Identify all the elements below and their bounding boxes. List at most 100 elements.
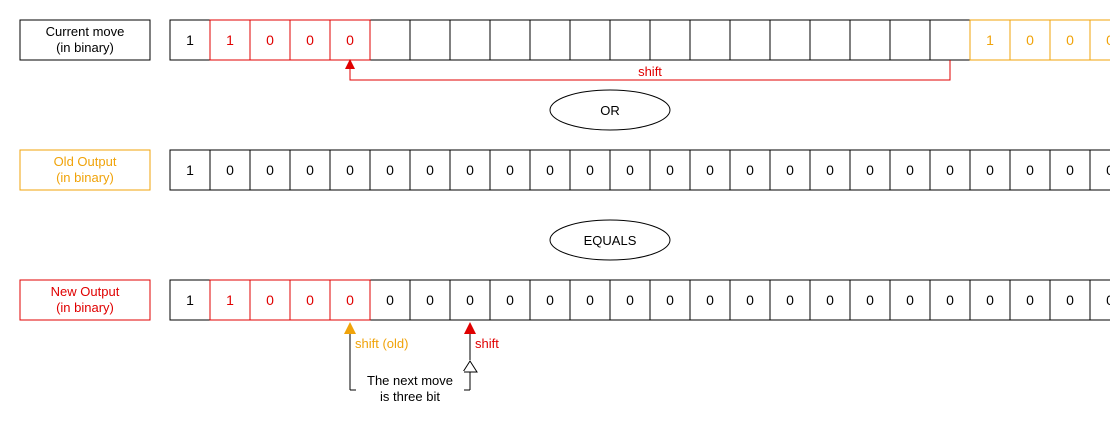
new-bit-value-10: 0 bbox=[586, 292, 594, 308]
new-bit-cell-9: 0 bbox=[529, 279, 571, 321]
new-bit-value-8: 0 bbox=[506, 292, 514, 308]
old-bit-cell-16: 0 bbox=[809, 149, 851, 191]
current-bit-cell-14 bbox=[729, 19, 771, 61]
old-bit-box-4 bbox=[329, 149, 371, 191]
old-bit-cell-0: 1 bbox=[169, 149, 211, 191]
new-bit-value-18: 0 bbox=[906, 292, 914, 308]
new-bit-value-3: 0 bbox=[306, 292, 314, 308]
current-bit-cell-17 bbox=[849, 19, 891, 61]
new-bit-box-4 bbox=[329, 279, 371, 321]
new-output-label-line1: New Output bbox=[51, 284, 120, 299]
current-bit-cell-9 bbox=[529, 19, 571, 61]
new-bit-cell-7: 0 bbox=[449, 279, 491, 321]
new-bit-cell-22: 0 bbox=[1049, 279, 1091, 321]
new-bit-value-17: 0 bbox=[866, 292, 874, 308]
new-bit-value-0: 1 bbox=[186, 292, 194, 308]
current-bit-cell-19 bbox=[929, 19, 971, 61]
new-bit-box-14 bbox=[729, 279, 771, 321]
shift-old-label: shift (old) bbox=[355, 336, 408, 351]
new-bit-value-5: 0 bbox=[386, 292, 394, 308]
old-bit-cell-4: 0 bbox=[329, 149, 371, 191]
current-bit-cell-16 bbox=[809, 19, 851, 61]
current-bit-cell-10 bbox=[569, 19, 611, 61]
new-bit-value-23: 0 bbox=[1106, 292, 1110, 308]
shift-new-label: shift bbox=[475, 336, 499, 351]
top-shift-connector: shift bbox=[345, 59, 951, 81]
new-bit-cell-5: 0 bbox=[369, 279, 411, 321]
current-move-label: Current move (in binary) bbox=[19, 19, 151, 61]
new-bit-cell-13: 0 bbox=[689, 279, 731, 321]
new-bit-cell-23: 0 bbox=[1089, 279, 1110, 321]
old-bit-value-13: 0 bbox=[706, 162, 714, 178]
current-bit-cell-8 bbox=[489, 19, 531, 61]
current-bit-box-15 bbox=[769, 19, 811, 61]
old-bit-value-18: 0 bbox=[906, 162, 914, 178]
new-bit-cell-17: 0 bbox=[849, 279, 891, 321]
current-bit-cell-11 bbox=[609, 19, 651, 61]
new-bit-value-4: 0 bbox=[346, 292, 354, 308]
old-bit-cell-12: 0 bbox=[649, 149, 691, 191]
equals-operator: EQUALS bbox=[549, 219, 671, 261]
old-bit-value-2: 0 bbox=[266, 162, 274, 178]
current-bit-box-7 bbox=[449, 19, 491, 61]
new-bit-cell-6: 0 bbox=[409, 279, 451, 321]
old-bit-value-8: 0 bbox=[506, 162, 514, 178]
new-output-label-line2: (in binary) bbox=[56, 300, 114, 315]
old-bit-cell-6: 0 bbox=[409, 149, 451, 191]
new-bit-value-7: 0 bbox=[466, 292, 474, 308]
old-bit-box-9 bbox=[529, 149, 571, 191]
current-bit-value-4: 0 bbox=[346, 32, 354, 48]
new-bit-cell-19: 0 bbox=[929, 279, 971, 321]
new-bit-box-5 bbox=[369, 279, 411, 321]
current-bit-cell-23: 0 bbox=[1089, 19, 1110, 61]
new-bit-box-13 bbox=[689, 279, 731, 321]
new-bit-value-13: 0 bbox=[706, 292, 714, 308]
old-bit-value-10: 0 bbox=[586, 162, 594, 178]
old-output-label: Old Output (in binary) bbox=[19, 149, 151, 191]
old-bit-cell-20: 0 bbox=[969, 149, 1011, 191]
old-bit-value-9: 0 bbox=[546, 162, 554, 178]
current-bit-value-21: 0 bbox=[1026, 32, 1034, 48]
current-bit-box-1 bbox=[209, 19, 251, 61]
old-bit-cell-22: 0 bbox=[1049, 149, 1091, 191]
old-bit-cell-8: 0 bbox=[489, 149, 531, 191]
current-bit-box-13 bbox=[689, 19, 731, 61]
new-bit-cell-20: 0 bbox=[969, 279, 1011, 321]
new-bit-box-8 bbox=[489, 279, 531, 321]
current-bit-value-20: 1 bbox=[986, 32, 994, 48]
old-bit-cell-23: 0 bbox=[1089, 149, 1110, 191]
new-bit-value-1: 1 bbox=[226, 292, 234, 308]
current-bit-box-12 bbox=[649, 19, 691, 61]
old-bit-cell-15: 0 bbox=[769, 149, 811, 191]
current-bit-cell-13 bbox=[689, 19, 731, 61]
current-bit-cell-5 bbox=[369, 19, 411, 61]
old-bit-box-5 bbox=[369, 149, 411, 191]
old-bit-box-12 bbox=[649, 149, 691, 191]
current-bit-box-19 bbox=[929, 19, 971, 61]
new-bit-cell-12: 0 bbox=[649, 279, 691, 321]
current-bit-cell-18 bbox=[889, 19, 931, 61]
current-bit-cell-6 bbox=[409, 19, 451, 61]
current-bit-value-0: 1 bbox=[186, 32, 194, 48]
old-bit-cell-2: 0 bbox=[249, 149, 291, 191]
top-shift-label: shift bbox=[638, 64, 662, 79]
new-bit-value-11: 0 bbox=[626, 292, 634, 308]
new-bit-cell-2: 0 bbox=[249, 279, 291, 321]
next-move-label-line1: The next move bbox=[367, 373, 453, 388]
old-bit-value-1: 0 bbox=[226, 162, 234, 178]
old-bit-box-3 bbox=[289, 149, 331, 191]
new-bit-value-14: 0 bbox=[746, 292, 754, 308]
or-operator: OR bbox=[549, 89, 671, 131]
current-bit-box-11 bbox=[609, 19, 651, 61]
old-bit-value-5: 0 bbox=[386, 162, 394, 178]
old-bit-cell-1: 0 bbox=[209, 149, 251, 191]
new-bit-box-6 bbox=[409, 279, 451, 321]
old-bit-box-15 bbox=[769, 149, 811, 191]
old-bit-box-20 bbox=[969, 149, 1011, 191]
old-bit-value-3: 0 bbox=[306, 162, 314, 178]
current-bit-cell-12 bbox=[649, 19, 691, 61]
current-bit-box-8 bbox=[489, 19, 531, 61]
current-bit-value-1: 1 bbox=[226, 32, 234, 48]
current-bit-box-2 bbox=[249, 19, 291, 61]
old-bit-value-17: 0 bbox=[866, 162, 874, 178]
